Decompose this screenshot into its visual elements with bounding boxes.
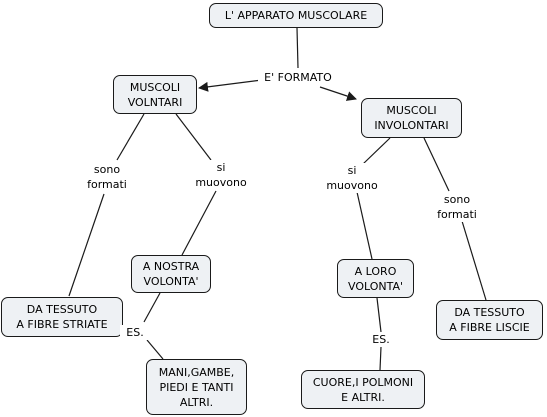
link-label-move-left: si muovono — [188, 160, 254, 190]
concept-voluntary-muscles[interactable]: MUSCOLI VOLNTARI — [113, 75, 197, 114]
link-label-made-of-right: sono formati — [432, 192, 482, 222]
concept-at-their-will[interactable]: A LORO VOLONTA' — [337, 259, 414, 298]
concept-root[interactable]: L' APPARATO MUSCOLARE — [209, 3, 383, 28]
connector-sono-formati-to-striated — [68, 193, 105, 297]
concept-striated-tissue[interactable]: DA TESSUTO A FIBRE STRIATE — [1, 297, 123, 337]
link-label-made-of-left: sono formati — [82, 162, 132, 192]
arrow-to-voluntary — [198, 79, 263, 92]
connector-es-to-examples-left — [146, 339, 164, 360]
connector-voluntary-to-si-muovono — [175, 113, 212, 161]
arrow-to-involuntary — [319, 86, 357, 101]
link-label-example-right: ES. — [366, 332, 396, 347]
concept-smooth-tissue[interactable]: DA TESSUTO A FIBRE LISCIE — [436, 300, 543, 340]
connector-voluntary-to-sono-formati — [116, 113, 145, 161]
connector-at-will-to-es — [143, 292, 161, 323]
connector-their-will-to-es — [376, 297, 382, 333]
link-label-example-left: ES. — [120, 325, 150, 340]
concept-examples-voluntary[interactable]: MANI,GAMBE, PIEDI E TANTI ALTRI. — [146, 359, 247, 415]
connector-si-muovono-to-at-will — [181, 190, 217, 256]
concept-examples-involuntary[interactable]: CUORE,I POLMONI E ALTRI. — [301, 370, 425, 409]
connector-sono-formati-to-smooth — [461, 220, 487, 301]
link-label-is-made: E' FORMATO — [258, 70, 338, 85]
concept-involuntary-muscles[interactable]: MUSCOLI INVOLONTARI — [361, 98, 462, 138]
connector-si-muovono-to-their-will — [356, 191, 373, 260]
connector-involuntary-to-sono-formati — [423, 137, 450, 192]
link-label-move-right: si muovono — [319, 163, 385, 193]
concept-at-our-will[interactable]: A NOSTRA VOLONTA' — [131, 255, 211, 293]
connector-root-to-formato — [296, 27, 299, 69]
connector-es-to-examples-right — [379, 346, 382, 371]
connector-involuntary-to-si-muovono — [362, 137, 391, 165]
